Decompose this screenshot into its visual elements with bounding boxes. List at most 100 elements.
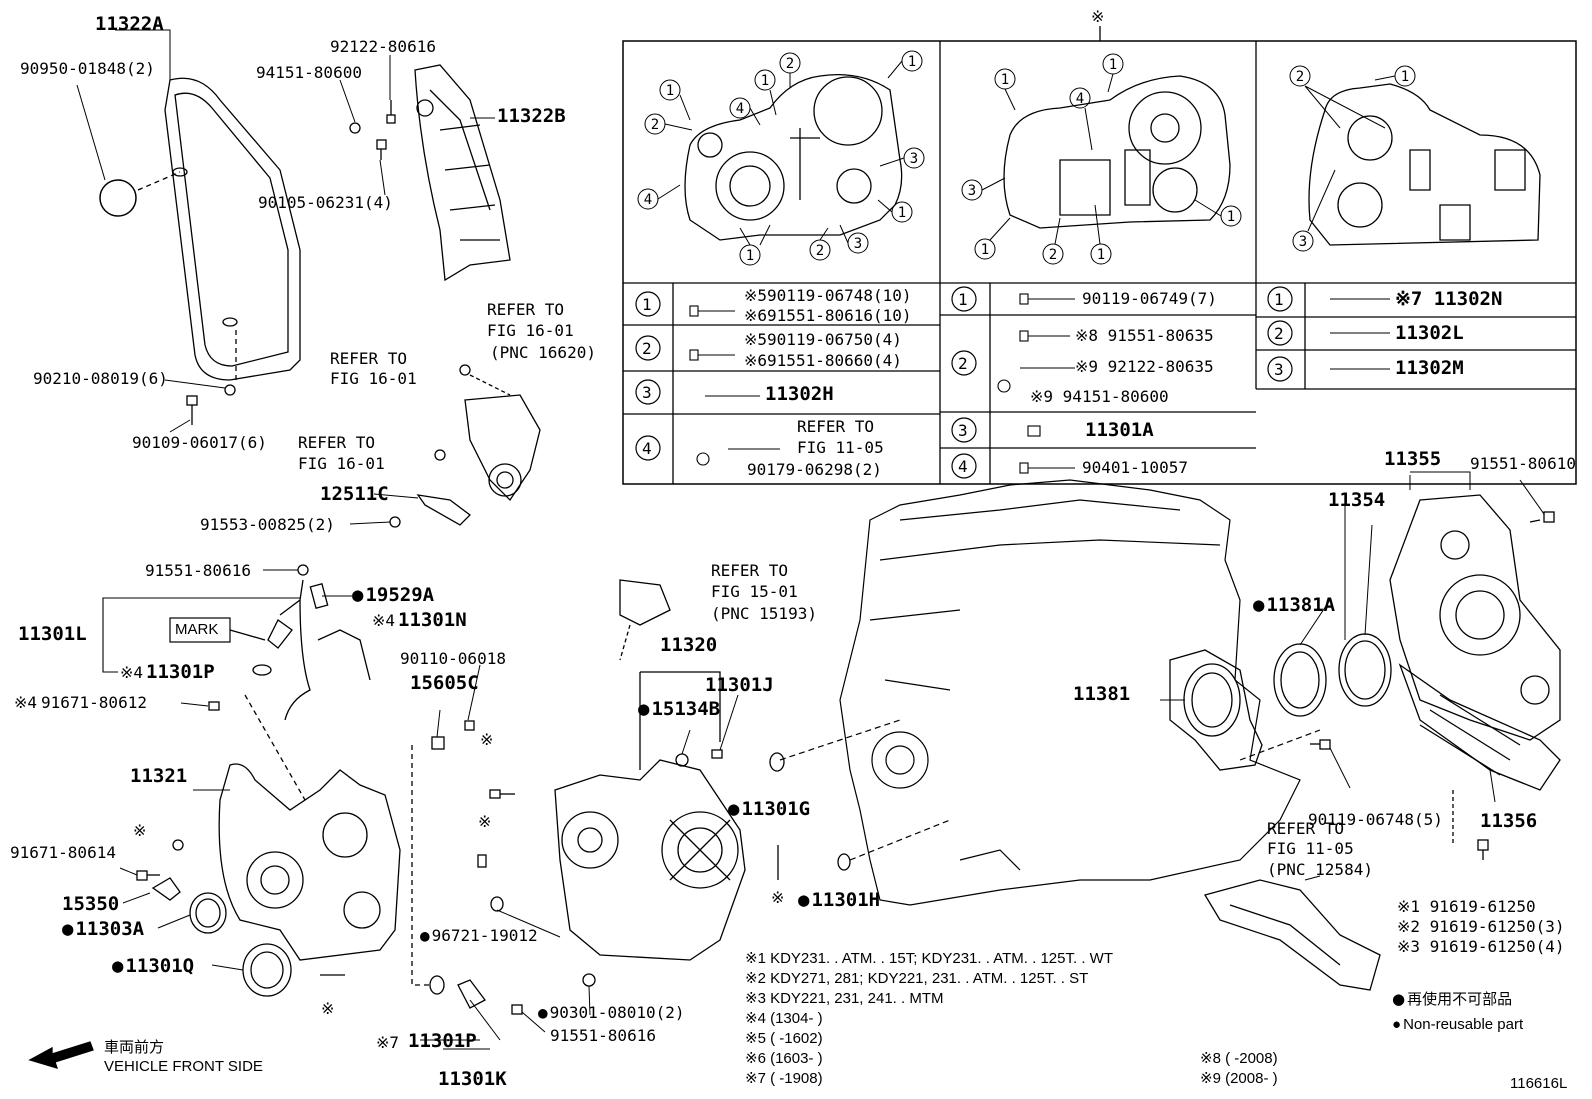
part-label-12511C[interactable]: 12511C (320, 483, 389, 505)
part-label-11301G[interactable]: 11301G (728, 798, 810, 820)
svg-text:1: 1 (746, 248, 754, 264)
part-label-11301Q[interactable]: 11301Q (112, 955, 194, 977)
star-mark: ※ (480, 730, 494, 749)
part-label-15605C[interactable]: 15605C (410, 672, 479, 694)
part-label-11301J[interactable]: 11301J (705, 674, 774, 696)
part-label-11301P-b[interactable]: 11301P (408, 1030, 477, 1052)
table-num: 1 (642, 295, 652, 314)
part-label-15350[interactable]: 15350 (62, 893, 120, 915)
table-num: 2 (958, 354, 968, 373)
part-label-11321[interactable]: 11321 (130, 765, 188, 787)
footnote: ※6 (1603- ) (745, 1050, 823, 1067)
part-label-91551-80616[interactable]: 91551-80616 (145, 561, 251, 580)
part-label-11301P[interactable]: 11301P (146, 661, 215, 683)
part-label-11381A[interactable]: 11381A (1253, 594, 1335, 616)
part-label-11356[interactable]: 11356 (1480, 810, 1538, 832)
table-row-numbers (635, 286, 1293, 479)
vehicle-front-en: VEHICLE FRONT SIDE (104, 1058, 263, 1075)
refer-to-line[interactable]: FIG 11-05 (1267, 839, 1354, 858)
table-part-line[interactable]: ※8 91551-80635 (1075, 326, 1214, 345)
star-prefix: ※4 (14, 693, 38, 712)
part-label-11322A[interactable]: 11322A (95, 13, 164, 35)
table-num: 4 (958, 457, 968, 476)
part-label-11301L[interactable]: 11301L (18, 623, 87, 645)
part-label-91551-80616-b[interactable]: 91551-80616 (550, 1026, 656, 1045)
svg-text:3: 3 (1299, 234, 1307, 250)
part-label-11301K[interactable]: 11301K (438, 1068, 507, 1090)
refer-to-line[interactable]: FIG 15-01 (711, 582, 798, 601)
table-part-line[interactable]: 11302H (765, 383, 834, 405)
table-part-line[interactable]: 11302L (1395, 322, 1464, 344)
star-prefix: ※4 (120, 663, 144, 682)
table-part-line[interactable]: ※7 11302N (1395, 288, 1503, 310)
part-label-11322B[interactable]: 11322B (497, 105, 566, 127)
refer-to-line: REFER TO (711, 561, 789, 580)
part-label-11303A[interactable]: 11303A (62, 918, 144, 940)
footnote: ※4 (1304- ) (745, 1010, 823, 1027)
svg-text:1: 1 (1097, 247, 1105, 263)
table-part-line[interactable]: ※590119-06750(4) (744, 330, 902, 349)
table-part-line[interactable]: ※9 92122-80635 (1075, 357, 1214, 376)
part-label-91671-80614[interactable]: 91671-80614 (10, 843, 116, 862)
part-label-91553[interactable]: 91553-00825(2) (200, 515, 335, 534)
part-label-94151[interactable]: 94151-80600 (256, 63, 362, 82)
refer-to-line[interactable]: FIG 16-01 (330, 369, 417, 388)
part-label-15134B[interactable]: 15134B (638, 698, 720, 720)
part-label-90301[interactable]: 90301-08010(2) (538, 1004, 685, 1022)
part-label-90105[interactable]: 90105-06231(4) (258, 193, 393, 212)
refer-to-line[interactable]: FIG 16-01 (298, 454, 385, 473)
rear-oil-seal-retainer-11381 (1169, 633, 1392, 771)
right-note: ※2 91619-61250(3) (1397, 917, 1565, 936)
refer-to-line: REFER TO (330, 349, 408, 368)
part-label-91671-80612[interactable]: 91671-80612 (41, 693, 147, 712)
refer-to-line: (PNC 12584) (1267, 860, 1373, 879)
part-label-90110[interactable]: 90110-06018 (400, 649, 506, 668)
table-part-line[interactable]: 90179-06298(2) (747, 460, 882, 479)
footnote: ※1 KDY231. . ATM. . 15T; KDY231. . ATM. … (745, 950, 1113, 967)
svg-text:4: 4 (736, 101, 744, 117)
part-label-96721[interactable]: 96721-19012 (420, 927, 538, 945)
star-mark: ※ (478, 812, 492, 831)
part-label-11320[interactable]: 11320 (660, 634, 718, 656)
part-label-91551-80610[interactable]: 91551-80610 (1470, 454, 1576, 473)
bolt-icons-top (186, 100, 396, 425)
svg-text:2: 2 (1049, 247, 1057, 263)
idler-bracket-assembly (389, 364, 541, 528)
refer-to-line: (PNC 16620) (490, 343, 596, 362)
table-part-line[interactable]: 11302M (1395, 357, 1464, 379)
svg-text:4: 4 (644, 192, 652, 208)
part-label-19529A[interactable]: 19529A (352, 584, 434, 606)
figure-id: 116616L (1510, 1075, 1568, 1092)
table-part-line[interactable]: ※691551-80616(10) (744, 306, 912, 325)
legend-en: Non-reusable part (1392, 1016, 1523, 1034)
svg-text:4: 4 (1076, 91, 1084, 107)
table-num: 2 (1274, 324, 1284, 343)
part-label-11381[interactable]: 11381 (1073, 683, 1131, 705)
footnote: ※7 ( -1908) (745, 1070, 823, 1087)
part-label-11301N[interactable]: 11301N (398, 609, 467, 631)
svg-text:1: 1 (1109, 57, 1117, 73)
table-part-line[interactable]: 11301A (1085, 419, 1154, 441)
part-label-11301H[interactable]: 11301H (798, 889, 880, 911)
part-label-90210[interactable]: 90210-08019(6) (33, 369, 168, 388)
part-label-92122[interactable]: 92122-80616 (330, 37, 436, 56)
part-label-11354[interactable]: 11354 (1328, 489, 1386, 511)
table-part-line[interactable]: 90119-06749(7) (1082, 289, 1217, 308)
table-part-line[interactable]: ※9 94151-80600 (1030, 387, 1169, 406)
svg-text:2: 2 (816, 243, 824, 259)
table-num: 3 (642, 383, 652, 402)
table-num: 4 (642, 439, 652, 458)
refer-to-line[interactable]: FIG 16-01 (487, 321, 574, 340)
table-part-line[interactable]: ※691551-80660(4) (744, 351, 902, 370)
star-mark: ※ (321, 999, 335, 1018)
part-label-11355[interactable]: 11355 (1384, 448, 1442, 470)
table-part-line[interactable]: ※590119-06748(10) (744, 286, 912, 305)
table-part-line[interactable]: 90401-10057 (1082, 458, 1188, 477)
refer-to-line: (PNC 15193) (711, 604, 817, 623)
right-note: ※3 91619-61250(4) (1397, 937, 1565, 956)
part-label-90119-06748[interactable]: 90119-06748(5) (1308, 810, 1443, 829)
svg-text:3: 3 (854, 236, 862, 252)
part-label-90950[interactable]: 90950-01848(2) (20, 59, 155, 78)
part-label-90109[interactable]: 90109-06017(6) (132, 433, 267, 452)
